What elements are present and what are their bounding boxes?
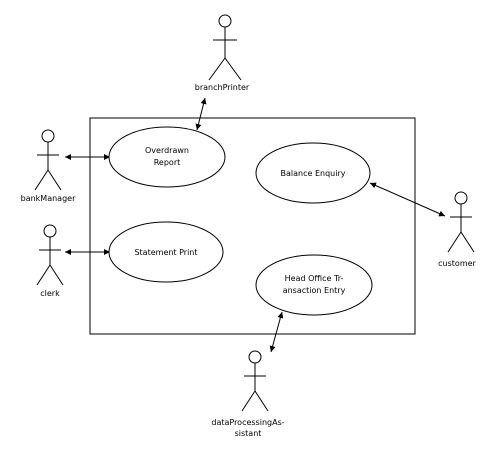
use-case-statement-print[interactable]: Statement Print — [108, 221, 224, 283]
actor-customer-figure-icon — [447, 191, 475, 253]
use-case-balance-enquiry-label: Balance Enquiry — [281, 169, 346, 178]
actor-bankManager[interactable]: bankManager — [21, 129, 76, 203]
use-case-overdrawn-report-line1: Overdrawn — [145, 146, 189, 155]
use-case-balance-enquiry[interactable]: Balance Enquiry — [255, 142, 371, 204]
association-branchPrinter-overdrawnReport — [195, 97, 207, 131]
actor-bankManager-label: bankManager — [21, 194, 76, 203]
use-case-head-office-transaction-entry-line2: ansaction Entry — [283, 286, 346, 295]
actor-clerk-figure-icon — [36, 224, 64, 286]
actor-bankManager-figure-icon — [34, 129, 62, 191]
system-boundary — [89, 117, 416, 335]
actor-dataProcessingAssistant-label-line1: dataProcessingAs- — [211, 418, 284, 427]
actor-branchPrinter[interactable]: branchPrinter — [195, 14, 250, 92]
actor-clerk-label: clerk — [40, 289, 60, 298]
actor-branchPrinter-figure-icon — [208, 14, 242, 81]
actor-branchPrinter-label: branchPrinter — [195, 83, 250, 92]
actor-customer-label: customer — [438, 259, 476, 268]
actor-clerk[interactable]: clerk — [36, 224, 64, 298]
actor-dataProcessingAssistant[interactable]: dataProcessingAs- sistant — [211, 350, 285, 438]
use-case-statement-print-label: Statement Print — [134, 248, 197, 257]
association-dataProcessingAssistant-headOfficeTransactionEntry — [269, 311, 284, 353]
use-case-head-office-transaction-entry[interactable]: Head Office Tr- ansaction Entry — [255, 254, 373, 316]
use-case-head-office-transaction-entry-line1: Head Office Tr- — [285, 274, 344, 283]
association-customer-balanceEnquiry — [369, 182, 446, 217]
actor-customer[interactable]: customer — [438, 191, 477, 268]
use-case-overdrawn-report-line2: Report — [154, 158, 181, 167]
use-case-overdrawn-report[interactable]: Overdrawn Report — [108, 126, 226, 188]
actor-dataProcessingAssistant-label-line2: sistant — [235, 429, 262, 438]
actor-dataProcessingAssistant-figure-icon — [241, 350, 269, 412]
